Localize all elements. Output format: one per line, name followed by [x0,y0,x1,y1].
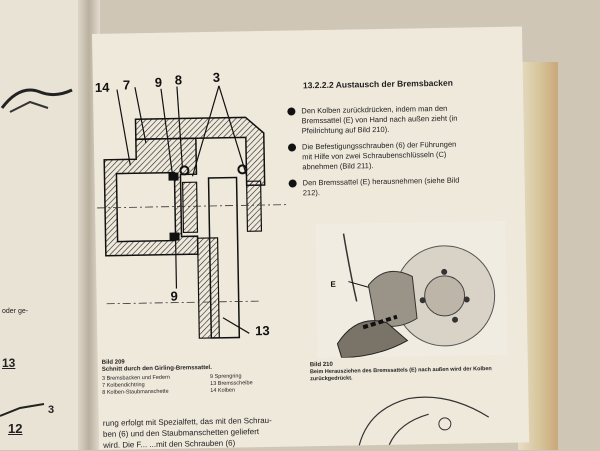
left-page-drawing [0,403,45,417]
left-page: oder ge- 13 3 12 [0,0,86,450]
figure-210-caption: Beim Herausziehen des Bremssattels (E) n… [309,366,492,383]
callout-8: 8 [174,72,183,88]
left-page-illustration [0,88,73,113]
callout-9-bottom: 9 [170,288,178,304]
step-text: Den Bremssattel (E) herausnehmen (siehe … [302,175,460,198]
body-line-3: wird. Die F... ...mit den Schrauben (6) [103,438,236,450]
brake-photo-illustration [315,220,508,359]
figure-209-title: Schnitt durch den Girling-Bremssattel. [101,364,212,373]
section-heading: 13.2.2.2 Austausch der Bremsbacken [302,77,453,91]
figure-209-legend-left: 3 Bremsbacken und Federn 7 Kolbendichtri… [102,374,222,397]
callout-9-top: 9 [154,74,163,90]
left-callout-13: 13 [2,356,16,370]
callout-7: 7 [122,77,131,93]
step-2: Die Befestigungsschrauben (6) der Führun… [287,139,468,172]
step-text: Den Kolben zurückdrücken, indem man den … [301,103,458,136]
callout-14: 14 [94,79,110,95]
left-page-fragment: oder ge- [2,308,29,315]
caliper-section-drawing [97,85,288,339]
figure-209-legend-right: 9 Sprengring 13 Bremsscheibe 14 Kolben [210,373,290,395]
left-callout-3: 3 [48,404,55,416]
callout-13: 13 [255,322,270,339]
bullet-icon [287,107,296,116]
callout-e: E [330,279,336,289]
left-callout-12: 12 [8,421,23,436]
legend-item: 14 Kolben [210,387,236,394]
bullet-icon [288,179,297,188]
right-page: 14 7 9 8 3 9 13 Bild 209 Schnitt durch d… [92,26,530,450]
step-3: Den Bremssattel (E) herausnehmen (siehe … [288,175,469,198]
bullet-icon [287,143,297,152]
legend-item: 8 Kolben-Staubmanschette [102,388,169,396]
step-1: Den Kolben zurückdrücken, indem man den … [287,103,467,136]
figure-211-illustration [358,396,490,446]
callout-3: 3 [212,69,221,85]
step-text: Die Befestigungsschrauben (6) der Führun… [301,139,457,172]
